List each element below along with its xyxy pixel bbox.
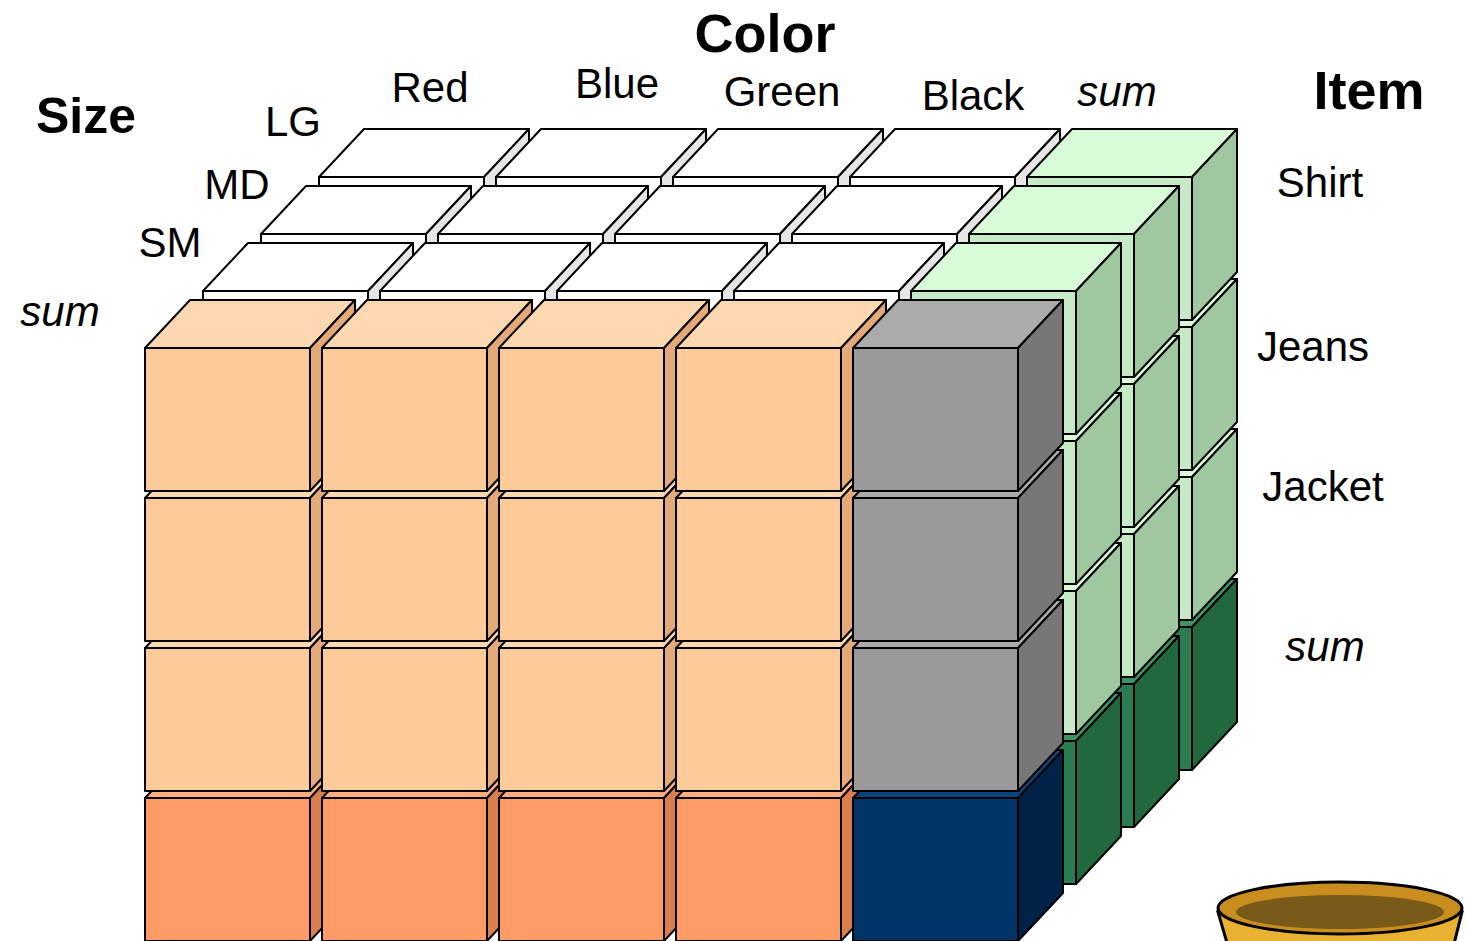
cell-front [853, 798, 1018, 941]
cell-front [145, 498, 310, 641]
bucket-inside [1236, 895, 1444, 929]
cell-side [1018, 300, 1063, 491]
cell-side [1134, 186, 1179, 377]
bucket-icon [1218, 882, 1462, 941]
cell-side [1076, 243, 1121, 434]
cube-cells [145, 129, 1237, 941]
cell-front [145, 648, 310, 791]
sum-label: sum [20, 291, 99, 333]
cell-side [1192, 129, 1237, 320]
item-label: Shirt [1277, 162, 1363, 204]
item-label: Jacket [1262, 466, 1383, 508]
sum-label: sum [1285, 626, 1364, 668]
cell-front [853, 348, 1018, 491]
size-label: SM [139, 222, 202, 264]
cell-front [145, 798, 310, 941]
axis-title: Item [1313, 63, 1424, 117]
cell-front [145, 348, 310, 491]
cell-front [322, 798, 487, 941]
cell-front [499, 648, 664, 791]
cell-front [499, 498, 664, 641]
axis-title: Color [695, 6, 836, 60]
cell-front [676, 348, 841, 491]
cell-front [499, 798, 664, 941]
bucket-rim [1218, 882, 1462, 934]
cell-front [322, 498, 487, 641]
cell-front [322, 348, 487, 491]
cell-front [676, 798, 841, 941]
item-label: Jeans [1257, 326, 1369, 368]
cell-front [853, 498, 1018, 641]
cell-front [853, 648, 1018, 791]
color-label: Blue [575, 63, 659, 105]
color-label: Black [922, 75, 1025, 117]
color-label: Red [391, 67, 468, 109]
color-label: Green [724, 71, 841, 113]
cell-front [322, 648, 487, 791]
sum-label: sum [1077, 71, 1156, 113]
cell-front [676, 648, 841, 791]
axis-title: Size [36, 91, 136, 141]
cell-front [499, 348, 664, 491]
cell-front [676, 498, 841, 641]
cube-cell [853, 300, 1063, 491]
size-label: MD [204, 164, 269, 206]
size-label: LG [265, 101, 321, 143]
